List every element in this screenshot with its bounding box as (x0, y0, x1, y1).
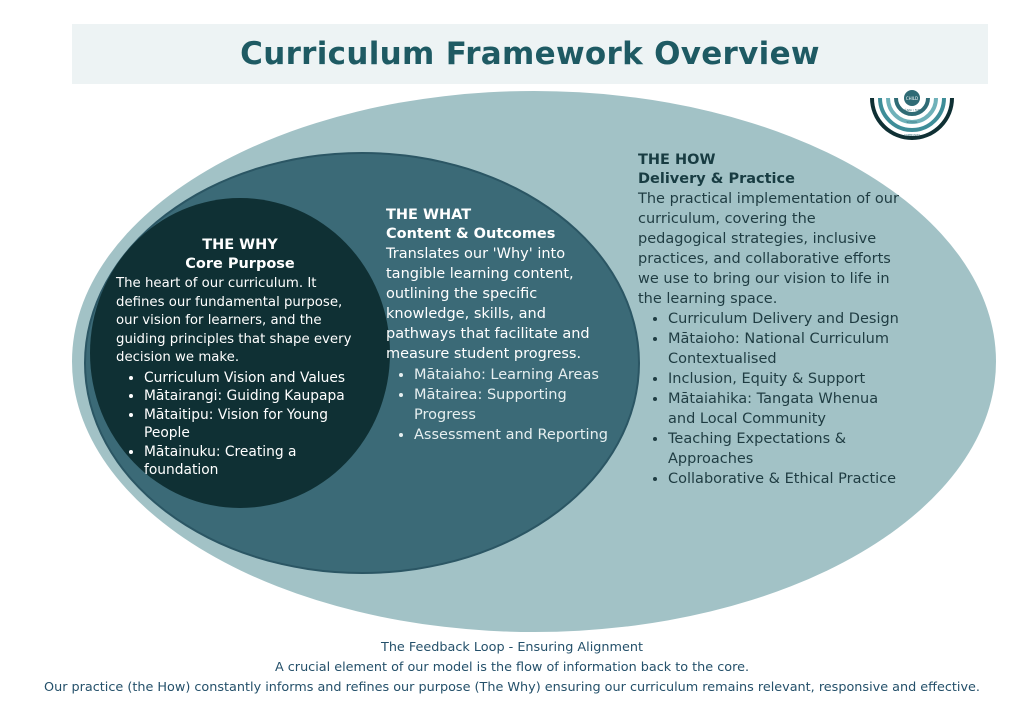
list-item: Mātaiahika: Tangata Whenua and Local Com… (668, 389, 900, 429)
how-description: The practical implementation of our curr… (638, 191, 899, 307)
footer: The Feedback Loop - Ensuring Alignment A… (0, 638, 1024, 698)
footer-line: A crucial element of our model is the fl… (274, 660, 750, 675)
school-logo: CHILD WHĀNAU / FAMILY SCHOOL COMMUNITY (870, 90, 954, 140)
why-section: THE WHY Core Purpose The heart of our cu… (116, 236, 364, 480)
logo-text-child: CHILD (906, 96, 918, 101)
how-section: THE HOW Delivery & Practice The practica… (638, 151, 900, 489)
list-item: Curriculum Delivery and Design (668, 309, 900, 329)
title-bar: Curriculum Framework Overview (72, 24, 988, 84)
why-list: Curriculum Vision and Values Mātairangi:… (116, 369, 364, 480)
what-list: Mātaiaho: Learning Areas Mātairea: Suppo… (386, 365, 608, 445)
why-ellipse (90, 198, 390, 508)
list-item: Mātaioho: National Curriculum Contextual… (668, 329, 900, 369)
list-item: Teaching Expectations & Approaches (668, 429, 900, 469)
what-description: Translates our 'Why' into tangible learn… (386, 246, 590, 362)
what-subheading: Content & Outcomes (386, 226, 556, 242)
page-title: Curriculum Framework Overview (240, 36, 820, 72)
footer-line: Our practice (the How) constantly inform… (44, 680, 980, 695)
list-item: Mātaiaho: Learning Areas (414, 365, 608, 385)
list-item: Mātairangi: Guiding Kaupapa (144, 387, 364, 406)
why-subheading: Core Purpose (185, 256, 295, 272)
how-list: Curriculum Delivery and Design Mātaioho:… (638, 309, 900, 489)
list-item: Mātainuku: Creating a foundation (144, 443, 364, 480)
logo-text-whanau: WHĀNAU / FAMILY (900, 107, 924, 112)
list-item: Mātairea: Supporting Progress (414, 385, 608, 425)
list-item: Mātaitipu: Vision for Young People (144, 406, 364, 443)
what-section: THE WHAT Content & Outcomes Translates o… (386, 206, 608, 445)
why-description: The heart of our curriculum. It defines … (116, 276, 352, 365)
list-item: Assessment and Reporting (414, 425, 608, 445)
footer-title: The Feedback Loop - Ensuring Alignment (381, 640, 643, 655)
logo-text-community: COMMUNITY (904, 133, 921, 137)
how-subheading: Delivery & Practice (638, 171, 795, 187)
how-heading: THE HOW (638, 152, 716, 168)
list-item: Inclusion, Equity & Support (668, 369, 900, 389)
list-item: Curriculum Vision and Values (144, 369, 364, 388)
logo-text-school: SCHOOL (907, 120, 918, 124)
list-item: Collaborative & Ethical Practice (668, 469, 900, 489)
why-heading: THE WHY (202, 237, 278, 253)
what-heading: THE WHAT (386, 207, 472, 223)
